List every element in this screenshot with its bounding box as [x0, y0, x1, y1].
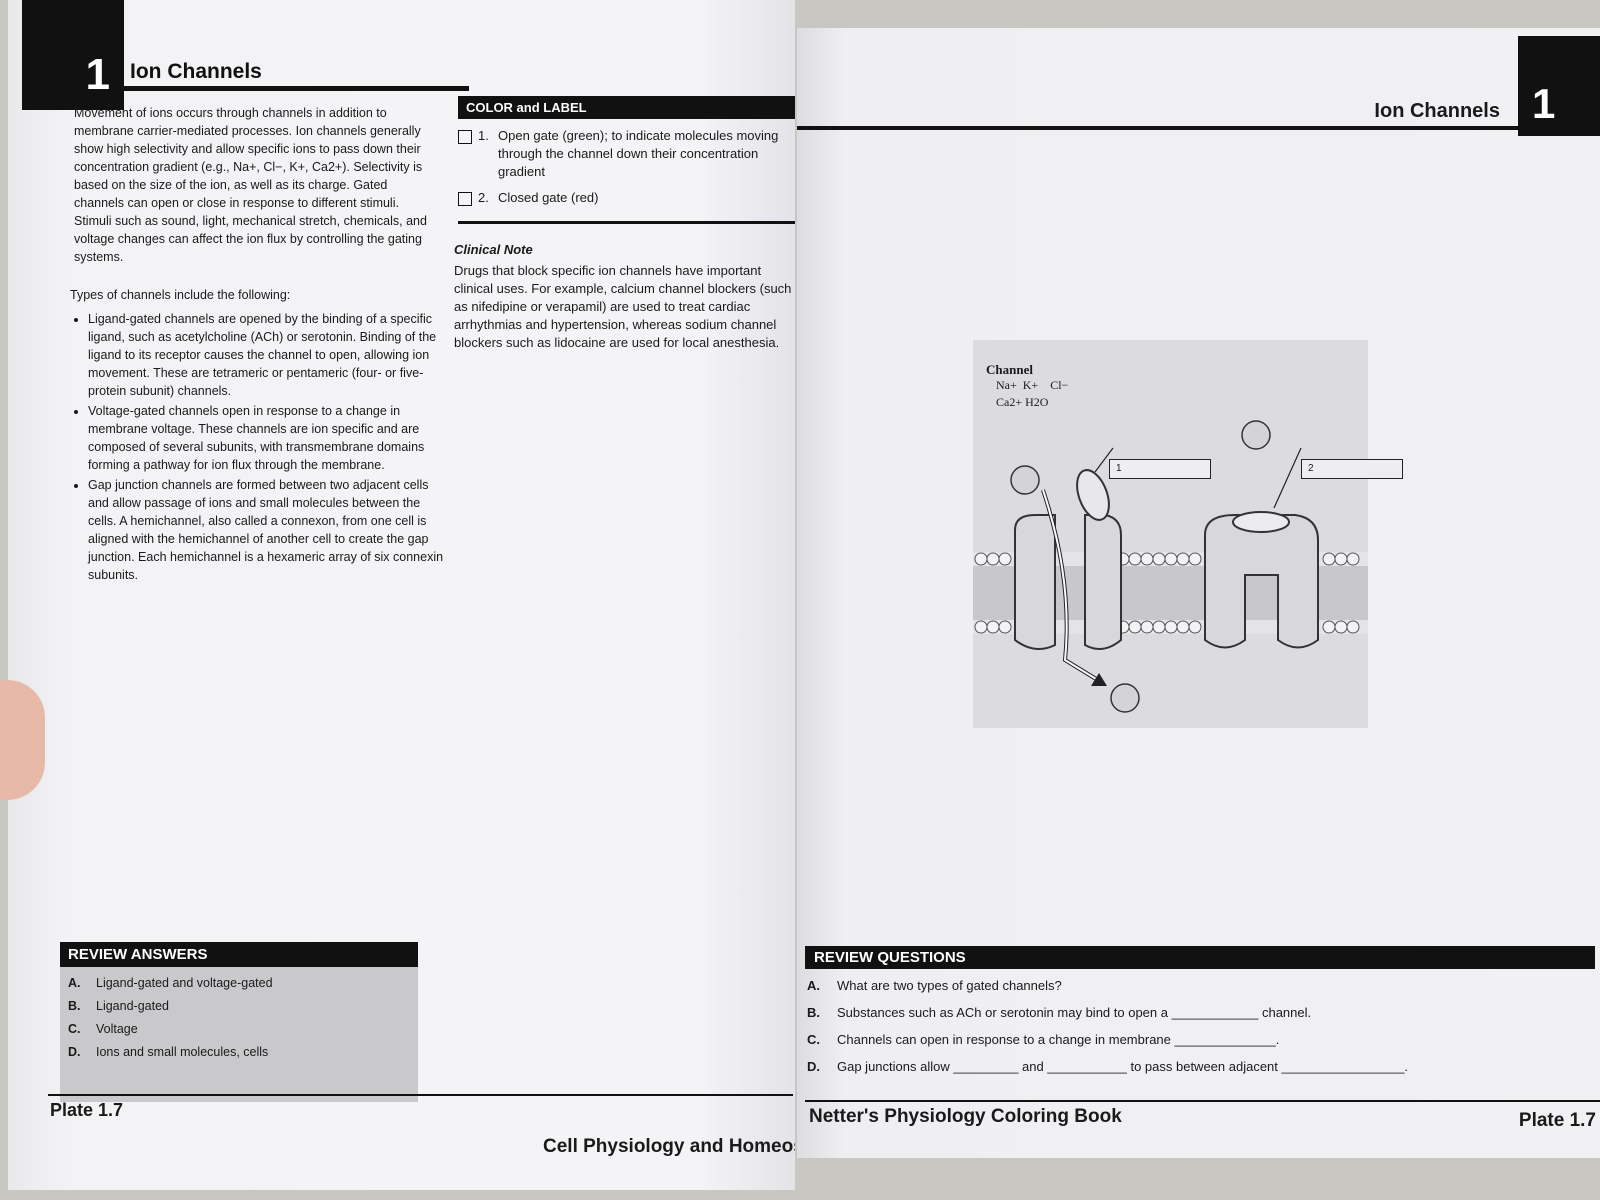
answer-text: Ligand-gated [96, 999, 169, 1013]
clinical-note-title: Clinical Note [454, 242, 533, 257]
plate-number: Plate 1.7 [1518, 1110, 1596, 1131]
question-key: A. [807, 978, 820, 993]
question-text: Substances such as ACh or serotonin may … [837, 1005, 1312, 1020]
footer-section-title: Cell Physiology and Homeostasis [543, 1136, 795, 1157]
checkbox[interactable] [458, 192, 472, 206]
chapter-number: 1 [1532, 80, 1556, 127]
list-item: Ligand-gated channels are opened by the … [88, 310, 448, 400]
question-key: C. [807, 1032, 820, 1047]
question-row: D. Gap junctions allow _________ and ___… [807, 1059, 1587, 1074]
label-box-1[interactable]: 1 [1109, 459, 1211, 479]
footer-rule [48, 1094, 793, 1096]
question-key: D. [807, 1059, 820, 1074]
chapter-number: 1 [85, 50, 110, 99]
question-row: B. Substances such as ACh or serotonin m… [807, 1005, 1587, 1020]
header-rule [124, 86, 469, 91]
item-text: Closed gate (red) [498, 190, 599, 205]
answer-key: D. [68, 1045, 81, 1059]
question-row: C. Channels can open in response to a ch… [807, 1032, 1587, 1047]
review-answers-heading: REVIEW ANSWERS [60, 942, 418, 967]
color-label-heading: COLOR and LABEL [458, 96, 795, 119]
item-number: 2. [478, 190, 489, 205]
answer-key: A. [68, 976, 81, 990]
types-intro: Types of channels include the following: [70, 288, 291, 302]
list-item: Gap junction channels are formed between… [88, 476, 448, 584]
channel-types-list: Ligand-gated channels are opened by the … [70, 310, 448, 586]
color-and-label-box: COLOR and LABEL 1. Open gate (green); to… [458, 96, 795, 224]
divider [458, 221, 795, 224]
answer-key: B. [68, 999, 81, 1013]
answer-row: C. Voltage [68, 1022, 410, 1036]
page-title: Ion Channels [130, 60, 262, 83]
channel-label: Channel [986, 362, 1033, 377]
membrane-illustration [973, 420, 1368, 713]
right-page: 1 Ion Channels [797, 28, 1600, 1158]
answer-text: Ions and small molecules, cells [96, 1045, 269, 1059]
chapter-number-block: 1 [1518, 36, 1600, 136]
footer-book-title: Netter's Physiology Coloring Book [809, 1106, 1122, 1127]
ions-line: Ca2+ H2O [996, 395, 1049, 409]
answer-row: A. Ligand-gated and voltage-gated [68, 976, 410, 990]
answer-row: D. Ions and small molecules, cells [68, 1045, 410, 1059]
answer-text: Ligand-gated and voltage-gated [96, 976, 273, 990]
left-page: 1 Ion Channels Movement of ions occurs t… [8, 0, 795, 1190]
chapter-number-block: 1 [22, 0, 124, 110]
question-row: A. What are two types of gated channels? [807, 978, 1587, 993]
question-key: B. [807, 1005, 820, 1020]
page-title: Ion Channels [1374, 100, 1500, 122]
list-item: Voltage-gated channels open in response … [88, 402, 448, 474]
question-text: Channels can open in response to a chang… [837, 1032, 1280, 1047]
review-questions-heading: REVIEW QUESTIONS [805, 946, 1595, 969]
label-box-2[interactable]: 2 [1301, 459, 1403, 479]
answer-key: C. [68, 1022, 81, 1036]
ions-line: Na+ K+ Cl− [996, 378, 1069, 392]
intro-paragraph: Movement of ions occurs through channels… [74, 106, 427, 264]
answer-row: B. Ligand-gated [68, 999, 410, 1013]
thumb [0, 680, 45, 800]
item-text: Open gate (green); to indicate molecules… [498, 128, 779, 179]
item-number: 1. [478, 128, 489, 143]
plate-number: Plate 1.7 [50, 1100, 124, 1120]
ion-channel-figure: Channel Na+ K+ Cl− Ca2+ H2O 1 2 [973, 340, 1403, 728]
header-rule [797, 126, 1520, 130]
review-questions-list: A. What are two types of gated channels?… [807, 978, 1587, 1086]
answer-text: Voltage [96, 1022, 138, 1036]
color-label-item: 2. Closed gate (red) [458, 189, 795, 207]
clinical-note-text: Drugs that block specific ion channels h… [454, 263, 792, 350]
checkbox[interactable] [458, 130, 472, 144]
question-text: What are two types of gated channels? [837, 978, 1062, 993]
review-answers-box: REVIEW ANSWERS A. Ligand-gated and volta… [60, 942, 418, 1102]
footer-rule [805, 1100, 1600, 1102]
color-label-item: 1. Open gate (green); to indicate molecu… [458, 127, 795, 181]
question-text: Gap junctions allow _________ and ______… [837, 1059, 1409, 1074]
